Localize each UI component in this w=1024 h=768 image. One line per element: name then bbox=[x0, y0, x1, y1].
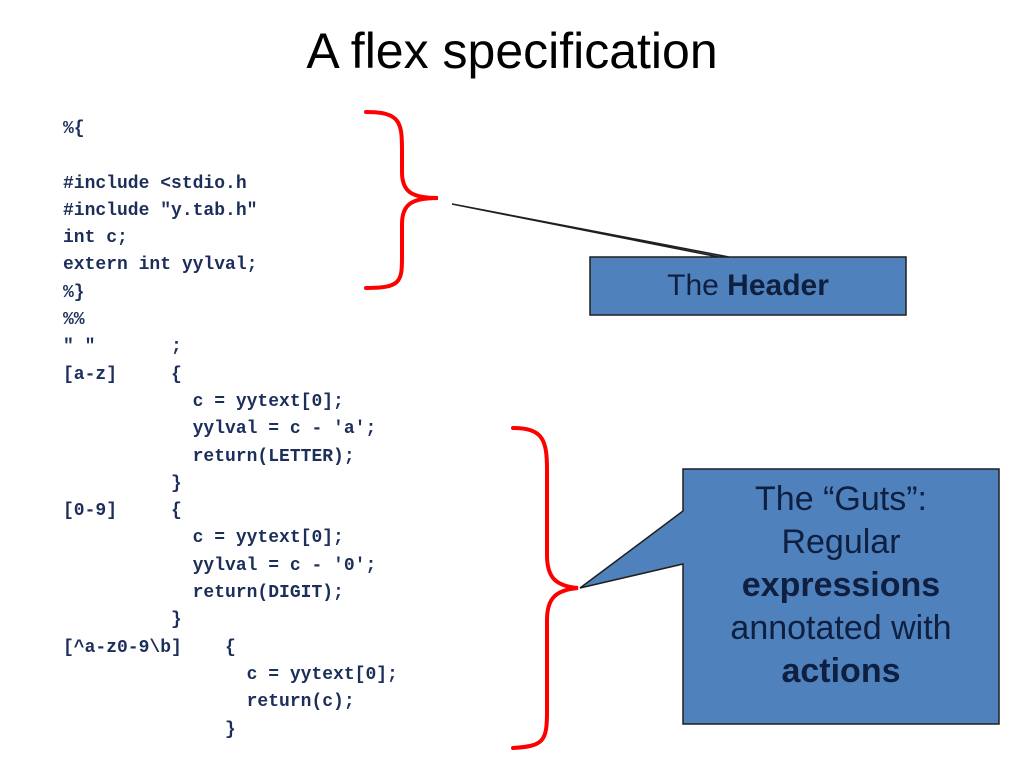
code-line: c = yytext[0]; bbox=[63, 528, 344, 549]
header-callout-prefix: The bbox=[667, 269, 728, 302]
code-line: return(c); bbox=[63, 692, 355, 713]
code-line: yylval = c - '0'; bbox=[63, 555, 377, 576]
guts-line-3-bold: expressions bbox=[741, 566, 941, 604]
code-line: } bbox=[63, 610, 182, 631]
code-line: %% bbox=[63, 310, 85, 331]
guts-line-5: actions bbox=[683, 650, 999, 693]
guts-line-1: The “Guts”: bbox=[755, 480, 927, 518]
header-callout-bold: Header bbox=[727, 269, 829, 302]
code-line: int c; bbox=[63, 228, 128, 249]
flex-code-block: %{ #include <stdio.h #include "y.tab.h" … bbox=[63, 116, 398, 744]
guts-line-5-bold: actions bbox=[781, 652, 901, 690]
code-line: } bbox=[63, 473, 182, 494]
code-line: [a-z] { bbox=[63, 364, 182, 385]
header-brace bbox=[364, 110, 439, 290]
code-line: #include <stdio.h bbox=[63, 173, 247, 194]
guts-line-2: Regular bbox=[781, 523, 901, 561]
code-line: %{ bbox=[63, 119, 85, 139]
code-line: [^a-z0-9\b] { bbox=[63, 637, 236, 658]
header-callout-text: The Header bbox=[590, 257, 906, 315]
code-line: extern int yylval; bbox=[63, 255, 258, 276]
guts-callout-box bbox=[579, 468, 1000, 725]
code-line: c = yytext[0]; bbox=[63, 664, 398, 685]
code-line: " " ; bbox=[63, 337, 182, 358]
guts-line-4: annotated with bbox=[730, 609, 952, 647]
guts-callout-text: The “Guts”: Regular expressions annotate… bbox=[683, 478, 999, 693]
guts-brace bbox=[511, 426, 579, 750]
code-line: } bbox=[63, 719, 236, 740]
guts-line-3: expressions bbox=[683, 564, 999, 607]
header-callout-box bbox=[451, 203, 907, 316]
slide-title: A flex specification bbox=[306, 23, 718, 79]
code-line: return(LETTER); bbox=[63, 446, 355, 467]
code-line: yylval = c - 'a'; bbox=[63, 419, 377, 440]
code-line: return(DIGIT); bbox=[63, 583, 344, 604]
code-line: #include "y.tab.h" bbox=[63, 200, 258, 221]
code-line: %} bbox=[63, 282, 85, 303]
code-line: [0-9] { bbox=[63, 501, 182, 522]
code-line: c = yytext[0]; bbox=[63, 391, 344, 412]
